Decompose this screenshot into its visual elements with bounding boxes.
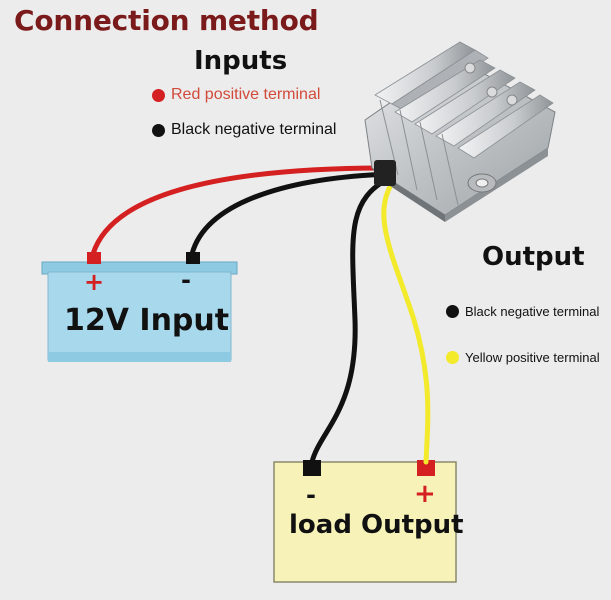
legend-black-negative-input: Black negative terminal xyxy=(152,121,336,139)
legend-label: Black negative terminal xyxy=(465,304,600,319)
black-output-wire xyxy=(309,175,393,465)
yellow-wire xyxy=(381,179,431,465)
load-minus-sign: - xyxy=(306,481,316,509)
wires xyxy=(90,165,431,465)
black-input-wire xyxy=(189,171,393,257)
legend-label: Red positive terminal xyxy=(171,86,321,103)
legend-label: Yellow positive terminal xyxy=(465,350,600,365)
legend-yellow-positive: Yellow positive terminal xyxy=(446,350,600,365)
red-dot-icon xyxy=(152,88,165,102)
yellow-dot-icon xyxy=(446,351,459,364)
battery-12v-input xyxy=(41,252,238,362)
legend-label: Black negative terminal xyxy=(171,121,337,138)
diagram-title: Connection method xyxy=(14,4,319,37)
load-negative-terminal xyxy=(303,460,321,476)
load-output-box xyxy=(273,460,457,583)
battery-label: 12V Input xyxy=(64,303,230,338)
dc-converter-module xyxy=(364,41,556,222)
inputs-heading: Inputs xyxy=(194,46,288,76)
red-wire xyxy=(90,165,391,257)
battery-plus-sign: + xyxy=(84,268,105,296)
legend-red-positive: Red positive terminal xyxy=(152,86,320,104)
legend-black-negative-output: Black negative terminal xyxy=(446,304,599,319)
battery-positive-terminal xyxy=(87,252,101,264)
load-positive-terminal xyxy=(417,460,435,476)
battery-negative-terminal xyxy=(186,252,200,264)
output-heading: Output xyxy=(482,242,585,272)
black-dot-icon xyxy=(152,123,165,137)
black-dot-icon xyxy=(446,305,459,318)
load-plus-sign: + xyxy=(414,479,436,509)
load-label: load Output xyxy=(289,510,464,540)
battery-minus-sign: - xyxy=(181,266,191,294)
